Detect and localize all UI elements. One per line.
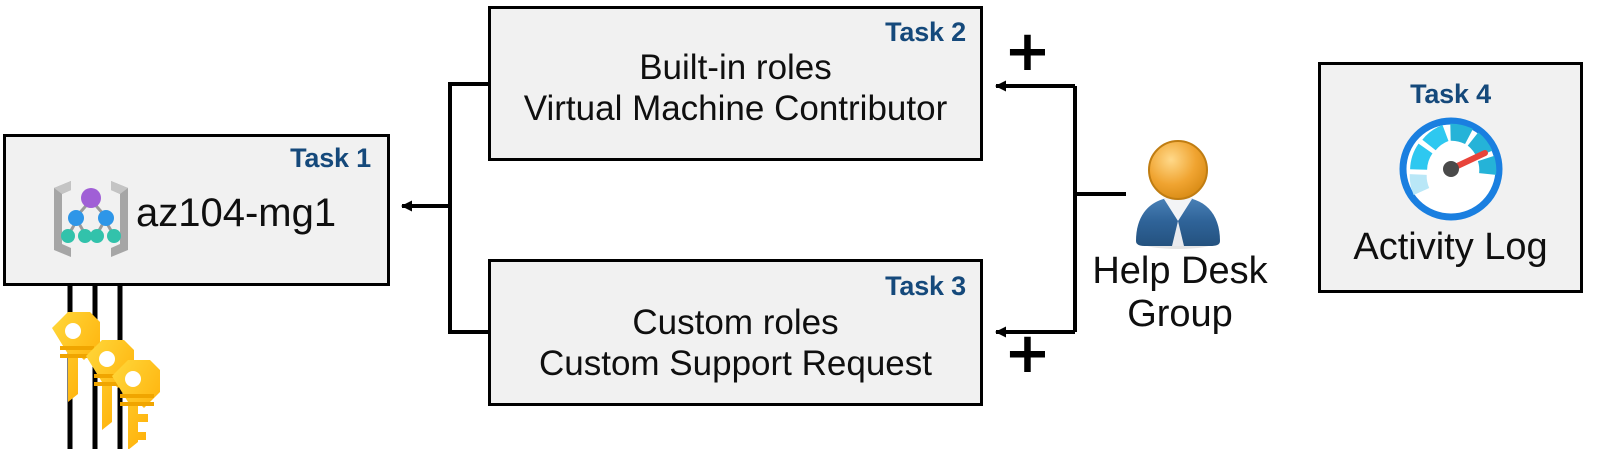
task3-tag: Task 3 [885,271,966,301]
user-label-line1: Help Desk [1092,250,1268,292]
user-group-icon [1136,140,1220,249]
keys-icon [52,312,160,449]
task4-label: Activity Log [1353,226,1548,268]
user-label: Help Desk Group [1070,250,1290,335]
task2-line1: Built-in roles [639,48,832,87]
plus-sign-bottom: + [1004,321,1051,386]
task3-line2: Custom Support Request [539,344,932,383]
plus-sign-top: + [1004,19,1051,84]
task3-box[interactable]: Task 3 Custom roles Custom Support Reque… [488,259,983,406]
task2-line2: Virtual Machine Contributor [523,89,948,128]
task2-box[interactable]: Task 2 Built-in roles Virtual Machine Co… [488,6,983,161]
task1-tag: Task 1 [290,143,371,173]
task2-tag: Task 2 [885,17,966,47]
task1-box[interactable]: Task 1 az104-mg1 [3,134,390,286]
task4-box[interactable]: Task 4 Activity Log [1318,62,1583,293]
task1-label: az104-mg1 [136,191,337,235]
management-group-icon [54,181,128,257]
gauge-icon [1399,117,1502,221]
wire-roles-to-mg [401,82,488,334]
task3-line1: Custom roles [632,303,839,342]
user-label-line2: Group [1127,292,1233,335]
task4-tag: Task 4 [1410,79,1491,109]
